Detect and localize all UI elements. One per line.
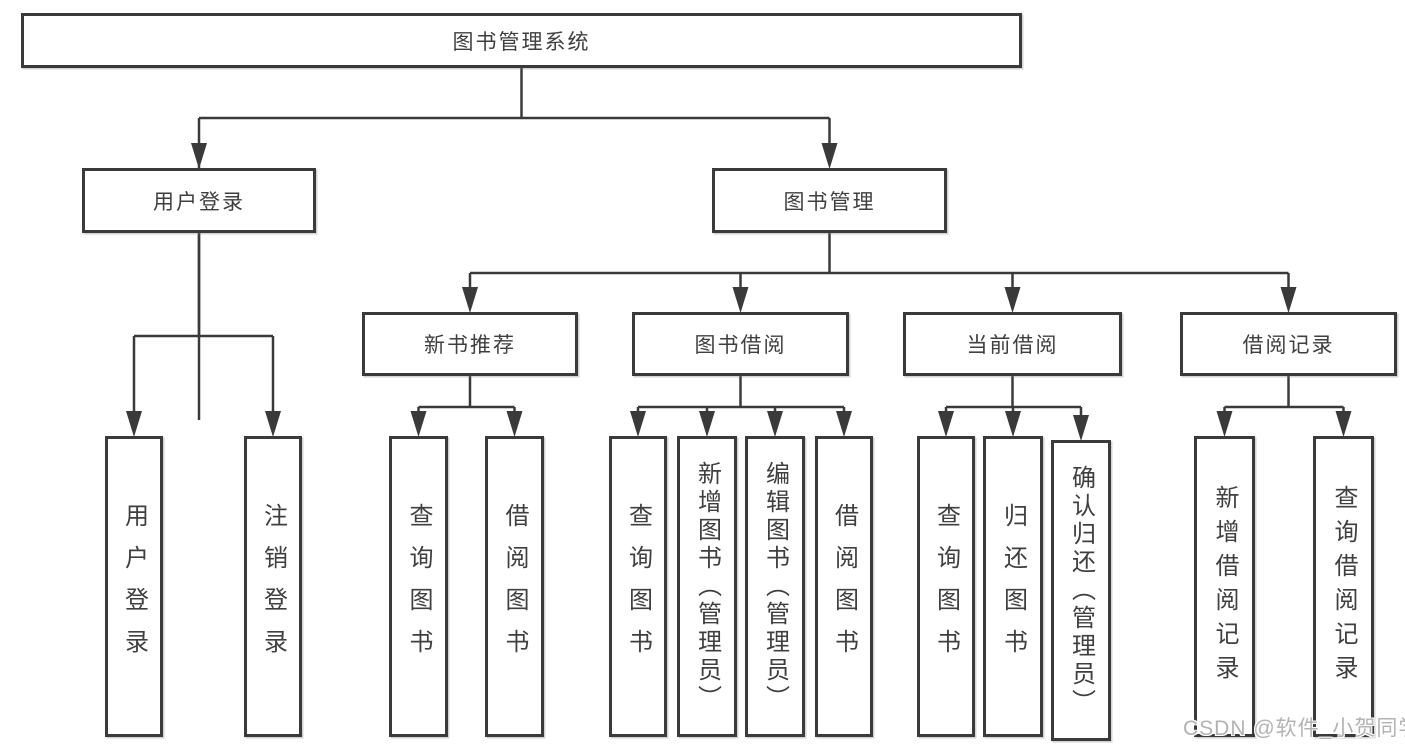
leaf-query-books-borrowing: 查询图书: [609, 436, 667, 737]
node-label: 注销登录: [259, 502, 287, 671]
leaf-user-login: 用户登录: [105, 436, 163, 737]
leaf-logout-login: 注销登录: [244, 436, 302, 737]
node-label: 当前借阅: [966, 334, 1059, 357]
node-label: 查询图书: [405, 502, 432, 671]
leaf-query-borrow-record: 查询借阅记录: [1313, 436, 1374, 737]
node-label: 借阅图书: [830, 502, 858, 671]
node-book-borrowing: 图书借阅: [632, 312, 849, 376]
node-new-book-recommend: 新书推荐: [362, 312, 578, 376]
node-user-login: 用户登录: [82, 168, 316, 233]
node-label: 借阅记录: [1242, 334, 1335, 357]
node-label: 图书管理系统: [452, 30, 591, 54]
arrowhead-icons: [126, 143, 1352, 441]
leaf-return-books: 归还图书: [983, 436, 1043, 737]
node-label: 查询借阅记录: [1330, 484, 1357, 689]
node-current-borrowing: 当前借阅: [903, 312, 1122, 376]
leaf-query-books-recommend: 查询图书: [389, 436, 448, 737]
node-label: 新增图书（管理员）: [693, 460, 721, 713]
csdn-watermark: CSDN @软件_小贺同学: [1183, 717, 1405, 740]
node-label: 新书推荐: [424, 334, 516, 357]
leaf-borrow-books-recommend: 借阅图书: [485, 436, 544, 737]
node-label: 确认归还（管理员）: [1067, 464, 1095, 717]
node-label: 借阅图书: [501, 502, 528, 671]
leaf-borrow-books-borrowing: 借阅图书: [815, 436, 873, 737]
node-label: 查询图书: [624, 502, 652, 671]
node-book-management: 图书管理: [712, 168, 947, 233]
leaf-add-books-admin: 新增图书（管理员）: [677, 436, 737, 737]
node-label: 归还图书: [999, 502, 1027, 671]
node-label: 用户登录: [120, 502, 148, 671]
node-label: 用户登录: [153, 190, 245, 214]
node-label: 新增借阅记录: [1211, 484, 1238, 689]
leaf-add-borrow-record: 新增借阅记录: [1194, 436, 1255, 737]
node-borrowing-records: 借阅记录: [1180, 312, 1397, 376]
leaf-query-books-current: 归还图书 查询图书: [917, 436, 975, 737]
node-root-library-system: 图书管理系统: [21, 13, 1022, 68]
node-label: 编辑图书（管理员）: [761, 460, 789, 713]
leaf-edit-books-admin: 编辑图书（管理员）: [745, 436, 805, 737]
node-label: 图书管理: [783, 190, 876, 214]
node-label: 图书借阅: [694, 334, 787, 357]
leaf-confirm-return-admin: 确认归还（管理员）: [1051, 440, 1111, 741]
node-label: 查询图书: [932, 502, 960, 671]
